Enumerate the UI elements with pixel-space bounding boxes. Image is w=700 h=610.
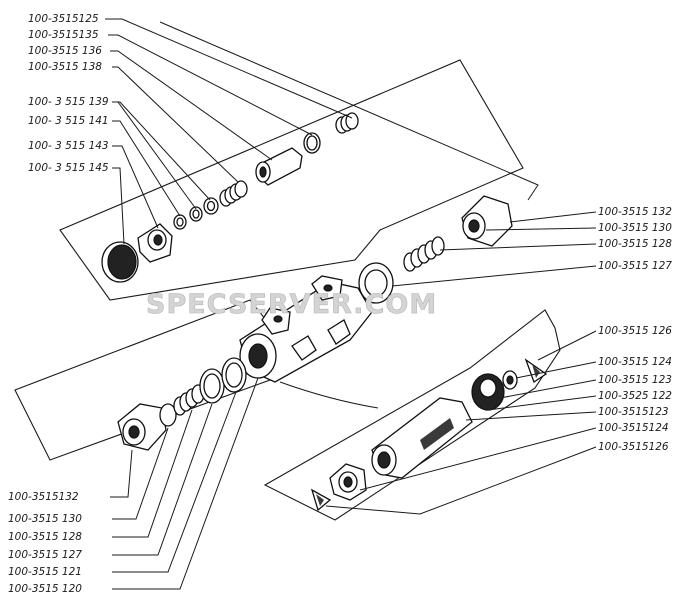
part-label: 100- 3 515 143 xyxy=(28,140,109,152)
o-ring-135 xyxy=(303,132,321,154)
part-label: 100-3515126 xyxy=(598,441,669,453)
part-label: 100-3515 127 xyxy=(598,260,672,272)
part-label: 100-3515 124 xyxy=(598,356,672,368)
o-ring-121-lower xyxy=(221,357,247,393)
labels-bottom-left: 100-3515132 100-3515 130 100-3515 128 10… xyxy=(8,491,82,595)
sleeve-123 xyxy=(371,397,473,479)
valve-body-143 xyxy=(137,223,173,263)
part-label: 100-3515 132 xyxy=(598,206,672,218)
part-label: 100-3515 128 xyxy=(598,238,672,250)
part-label: 100-3515 126 xyxy=(598,325,672,337)
labels-right: 100-3515 132 100-3515 130 100-3515 128 1… xyxy=(598,206,672,453)
part-label: 100-3525 122 xyxy=(598,390,672,402)
washer-139b xyxy=(203,197,219,215)
part-label: 100- 3 515 139 xyxy=(28,96,109,108)
nut-124-lower xyxy=(329,463,367,501)
plunger-136 xyxy=(255,147,303,186)
part-label: 100-3515 138 xyxy=(28,61,102,73)
washer-141 xyxy=(173,214,187,230)
part-label: 100-3515 130 xyxy=(8,513,82,525)
spring-128-lower xyxy=(173,384,205,416)
main-valve-body xyxy=(239,275,373,383)
part-label: 100-3515124 xyxy=(598,422,669,434)
spring-127-upper xyxy=(403,236,445,272)
plug-132-lower xyxy=(117,403,167,451)
watermark: SPECSERVER.COM xyxy=(146,289,437,320)
part-label: 100-3515125 xyxy=(28,13,99,25)
part-label: 100-3515123 xyxy=(598,406,669,418)
part-label: 100-3515135 xyxy=(28,29,99,41)
gasket-ring-upper xyxy=(358,262,394,304)
plug-132-upper xyxy=(461,195,513,247)
leader-lines xyxy=(105,18,597,590)
part-label: 100-3515 120 xyxy=(8,583,82,595)
washer-139a xyxy=(189,206,203,222)
cone-126-upper xyxy=(524,358,548,383)
part-label: 100-3515 128 xyxy=(8,531,82,543)
part-label: 100-3515 136 xyxy=(28,45,102,57)
part-label: 100-3515 127 xyxy=(8,549,82,561)
spring-138 xyxy=(219,180,248,207)
o-ring-127-lower xyxy=(199,368,225,404)
part-label: 100- 3 515 141 xyxy=(28,115,109,127)
part-label: 100-3515 130 xyxy=(598,222,672,234)
washer-130-lower xyxy=(159,403,177,427)
lower-right-assembly-frame xyxy=(263,309,561,521)
seal-disc-145 xyxy=(101,241,139,283)
part-label: 100- 3 515 145 xyxy=(28,162,109,174)
upper-assembly-frame xyxy=(59,59,524,301)
washer-124-upper xyxy=(502,370,518,390)
cone-126-lower xyxy=(310,488,332,512)
valve-disc-122 xyxy=(471,373,505,411)
part-label: 100-3515132 xyxy=(8,491,79,503)
part-label: 100-3515 123 xyxy=(598,374,672,386)
labels-top-left: 100-3515125 100-3515135 100-3515 136 100… xyxy=(28,13,109,174)
part-label: 100-3515 121 xyxy=(8,566,82,578)
